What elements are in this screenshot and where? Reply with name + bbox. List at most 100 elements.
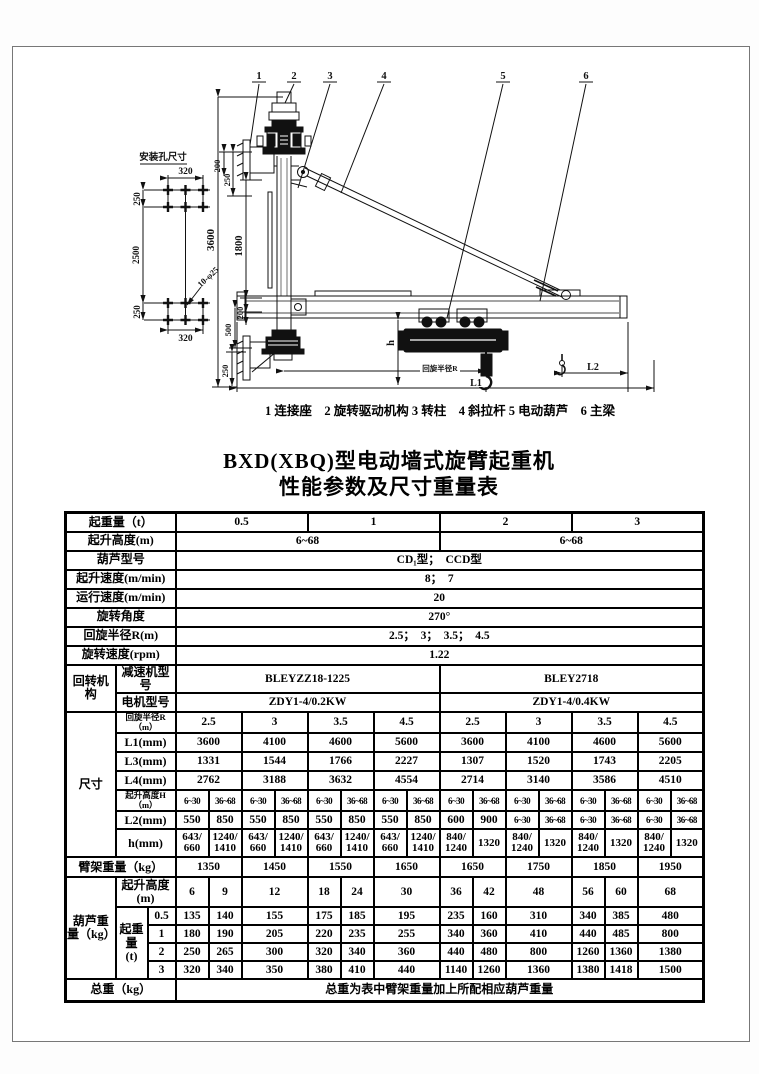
table-cell: 1320 <box>537 828 573 859</box>
table-cell: 1766 <box>306 751 375 773</box>
table-cell: 1380 <box>636 942 705 963</box>
table-cell: 3600 <box>174 732 243 754</box>
table-cell: 1260 <box>570 942 606 963</box>
table-cell: 2.5 <box>174 711 243 735</box>
table-cell: 6~68 <box>174 530 441 552</box>
table-row: 回旋半径R(m)2.5； 3； 3.5； 4.5 <box>64 625 705 647</box>
dim-bot-250-label: 250 <box>220 365 230 378</box>
table-cell: 340 <box>207 960 243 981</box>
table-cell: 1320 <box>669 828 705 859</box>
table-cell: 3 <box>146 960 177 981</box>
table-row: 旋转速度(rpm)1.22 <box>64 644 705 666</box>
table-cell: 6 <box>174 876 210 909</box>
dimension-lines: 3600 1800 200 250 200 500 250 h 回 <box>205 89 655 392</box>
table-cell: 起升高度H（m） <box>114 789 177 813</box>
table-cell: 2762 <box>174 770 243 792</box>
table-cell: 1743 <box>570 751 639 773</box>
table-cell: 1.22 <box>174 644 705 666</box>
table-cell: 385 <box>603 906 639 927</box>
table-cell: 550 <box>306 810 342 831</box>
table-cell: 36~68 <box>603 789 639 813</box>
dim-radius-label: 回旋半径R <box>422 363 458 373</box>
table-cell: CD₁型； CCD型 <box>174 549 705 571</box>
table-cell: 电机型号 <box>114 692 177 714</box>
table-cell: 6~30 <box>504 810 540 831</box>
table-cell: 42 <box>471 876 507 909</box>
table-cell: 30 <box>372 876 441 909</box>
table-cell: 6~68 <box>438 530 705 552</box>
table-cell: 1140 <box>438 960 474 981</box>
table-cell: 6~30 <box>636 789 672 813</box>
table-cell: 36~68 <box>669 789 705 813</box>
rotation-drive-assembly <box>256 91 312 155</box>
table-cell: 2.5； 3； 3.5； 4.5 <box>174 625 705 647</box>
table-cell: 800 <box>504 942 573 963</box>
table-cell: 3 <box>240 711 309 735</box>
table-cell: 3 <box>570 511 705 533</box>
table-cell: 1500 <box>636 960 705 981</box>
table-cell: 185 <box>339 906 375 927</box>
table-cell: 1360 <box>603 942 639 963</box>
table-cell: 850 <box>273 810 309 831</box>
table-cell: 1 <box>146 924 177 945</box>
beam-end-hook <box>555 354 566 376</box>
table-cell: 0.5 <box>146 906 177 927</box>
table-cell: 160 <box>471 906 507 927</box>
table-cell: 3600 <box>438 732 507 754</box>
doc-title-line2: 性能参数及尺寸重量表 <box>279 475 499 499</box>
table-cell: 800 <box>636 924 705 945</box>
table-cell: 220 <box>306 924 342 945</box>
table-cell: 68 <box>636 876 705 909</box>
table-cell: 1418 <box>603 960 639 981</box>
table-cell: 1750 <box>504 856 573 879</box>
table-cell: 4554 <box>372 770 441 792</box>
table-cell: 270° <box>174 606 705 628</box>
dim-bot-200-label: 200 <box>235 307 245 320</box>
doc-title-line1: BXD(XBQ)型电动墙式旋臂起重机 <box>223 449 555 473</box>
table-cell: 6~30 <box>306 789 342 813</box>
callout-3: 3 <box>327 71 332 82</box>
table-cell: 6~30 <box>504 789 540 813</box>
table-cell: 643/ 660 <box>240 828 276 859</box>
table-cell: 36~68 <box>273 789 309 813</box>
callout-5: 5 <box>500 71 505 82</box>
table-cell: 回旋半径R（m） <box>114 711 177 735</box>
table-cell: 1350 <box>174 856 243 879</box>
table-cell: 0.5 <box>174 511 309 533</box>
table-cell: 643/ 660 <box>306 828 342 859</box>
table-cell: 205 <box>240 924 309 945</box>
tie-rod <box>304 167 571 300</box>
table-cell: 3140 <box>504 770 573 792</box>
dim-1800-label: 1800 <box>234 236 245 257</box>
table-cell: 20 <box>174 587 705 609</box>
hole-dim-320-bottom: 320 <box>178 334 193 344</box>
dim-l1-label: L1 <box>470 378 482 389</box>
table-cell: 6~30 <box>174 789 210 813</box>
table-cell: 减速机型号 <box>114 663 177 695</box>
table-cell: 265 <box>207 942 243 963</box>
table-cell: 840/ 1240 <box>504 828 540 859</box>
table-cell: 1 <box>306 511 441 533</box>
table-cell: 3188 <box>240 770 309 792</box>
table-cell: 1650 <box>372 856 441 879</box>
table-cell: 4.5 <box>636 711 705 735</box>
table-cell: 36~68 <box>603 810 639 831</box>
table-cell: 300 <box>240 942 309 963</box>
table-cell: BLEY2718 <box>438 663 705 695</box>
table-cell: 255 <box>372 924 441 945</box>
table-cell: 6~30 <box>438 789 474 813</box>
table-cell: 3 <box>504 711 573 735</box>
hole-spec-label: 10-φ25 <box>195 265 220 289</box>
table-cell: 旋转角度 <box>64 606 177 628</box>
table-cell: 起升高度(m) <box>64 530 177 552</box>
callout-2: 2 <box>291 71 296 82</box>
table-cell: 850 <box>207 810 243 831</box>
